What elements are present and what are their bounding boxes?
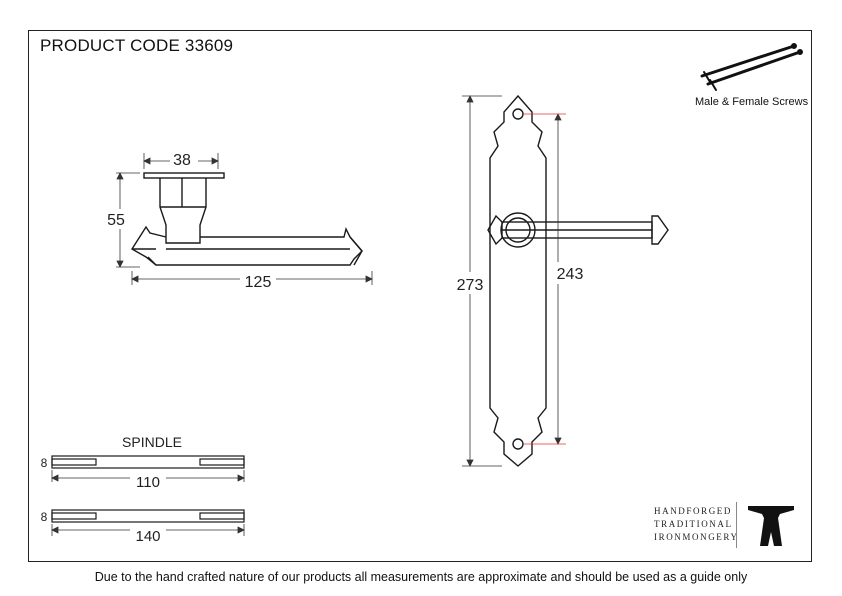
dim-length: 125 <box>245 274 272 290</box>
product-code: PRODUCT CODE 33609 <box>40 36 234 55</box>
spindle-long-thickness: 8 <box>41 510 48 524</box>
brand-divider <box>736 502 737 548</box>
dim-width-top: 38 <box>173 152 191 169</box>
spindle-title: SPINDLE <box>122 434 182 450</box>
spindle-short-thickness: 8 <box>41 456 48 470</box>
front-view-drawing: 273 243 <box>452 94 669 467</box>
dim-height: 55 <box>107 212 125 229</box>
anvil-icon <box>748 506 794 546</box>
brand-line-3: IRONMONGERY <box>654 532 739 542</box>
brand-line-2: TRADITIONAL <box>654 519 733 529</box>
footer-disclaimer: Due to the hand crafted nature of our pr… <box>94 570 748 584</box>
screws-label: Male & Female Screws <box>695 96 809 108</box>
spindle-short-length: 110 <box>136 474 160 491</box>
spindle-drawing: SPINDLE 8 110 8 <box>41 434 245 545</box>
side-view-drawing: 38 55 125 <box>106 151 373 290</box>
brand-wordmark: HANDFORGED TRADITIONAL IRONMONGERY <box>652 506 738 546</box>
drawing-frame <box>28 30 812 562</box>
dim-overall-length: 273 <box>457 277 484 294</box>
screws-icon <box>700 43 803 91</box>
brand-line-1: HANDFORGED <box>654 506 733 516</box>
dim-fixing-centres: 243 <box>557 266 584 283</box>
spindle-long-length: 140 <box>135 528 160 545</box>
